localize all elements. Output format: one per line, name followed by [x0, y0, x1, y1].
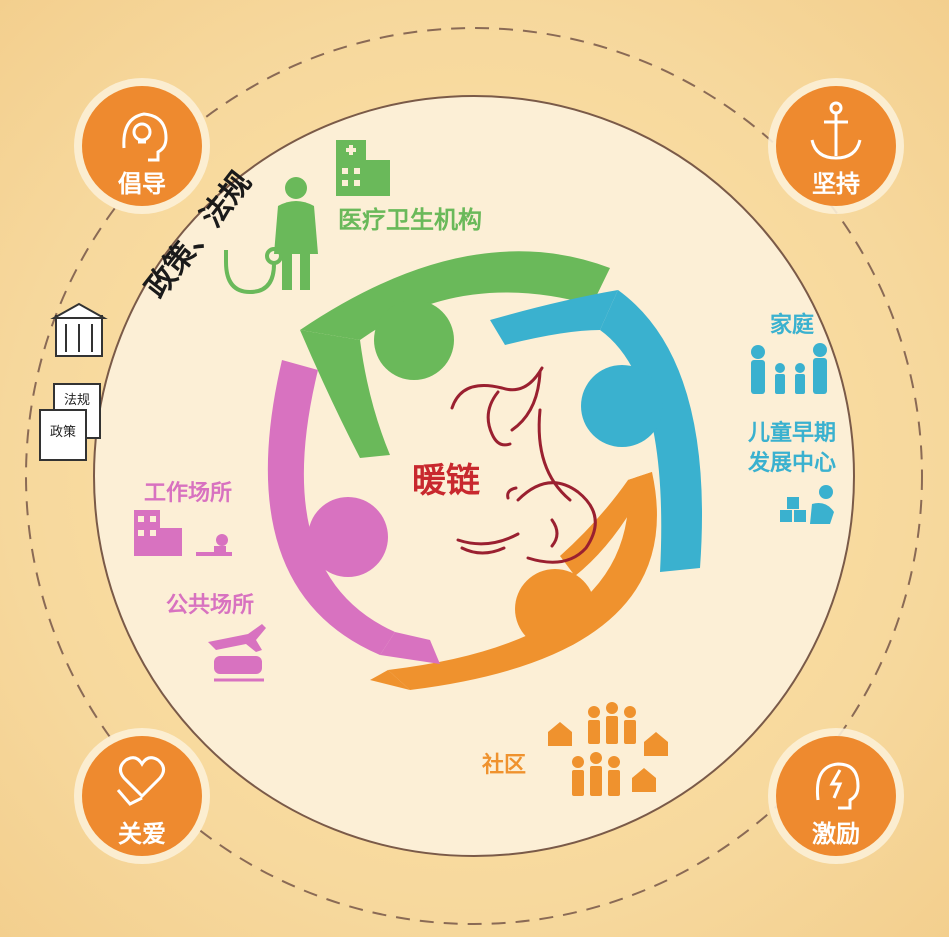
stethoscope-icon	[224, 247, 283, 295]
hospital-icon	[336, 140, 390, 196]
community-label: 社区	[482, 752, 526, 778]
workplace-sector: 工作场所 公共场所	[134, 481, 266, 682]
government-building-icon	[50, 302, 108, 357]
center-label: 暖链	[412, 461, 480, 501]
office-worker-icon	[134, 510, 232, 556]
workplace-label: 工作场所	[144, 481, 232, 506]
heart-hands-icon	[116, 756, 165, 806]
badge-encourage-label: 激励	[812, 820, 860, 848]
doctor-icon	[274, 177, 318, 290]
medical-label: 医疗卫生机构	[338, 206, 482, 234]
segment-green	[300, 251, 610, 458]
badge-persist: 坚持	[768, 78, 904, 214]
lightbulb-head-icon	[122, 112, 168, 162]
plane-train-icon	[208, 624, 266, 682]
medical-sector: 医疗卫生机构	[224, 140, 482, 295]
early-childhood-label-1: 儿童早期	[747, 420, 836, 446]
community-sector: 社区	[482, 702, 668, 796]
segment-blue	[490, 290, 703, 572]
family-label: 家庭	[770, 312, 814, 338]
doc-front	[39, 409, 87, 461]
community-houses-icon	[548, 702, 668, 796]
segment-pink	[267, 360, 440, 664]
outer-dashed-ring	[25, 27, 923, 925]
badge-persist-label: 坚持	[812, 170, 860, 198]
badge-care-label: 关爱	[118, 820, 166, 848]
early-childhood-label-2: 发展中心	[747, 450, 836, 476]
doc-front-label: 政策	[50, 424, 76, 440]
badge-advocate-label: 倡导	[118, 170, 166, 198]
public-place-label: 公共场所	[166, 593, 254, 618]
badge-advocate: 倡导	[74, 78, 210, 214]
family-sector: 家庭 儿童早期 发展中心	[747, 312, 836, 524]
blocks-child-icon	[780, 485, 834, 524]
badge-care: 关爱	[74, 728, 210, 864]
policy-documents: 法规 政策	[39, 383, 101, 461]
lightning-head-icon	[815, 762, 860, 810]
badge-encourage: 激励	[768, 728, 904, 864]
anchor-icon	[810, 101, 862, 160]
mother-baby-icon	[450, 366, 597, 564]
family-icon	[751, 343, 827, 394]
doc-back-label: 法规	[64, 393, 90, 408]
